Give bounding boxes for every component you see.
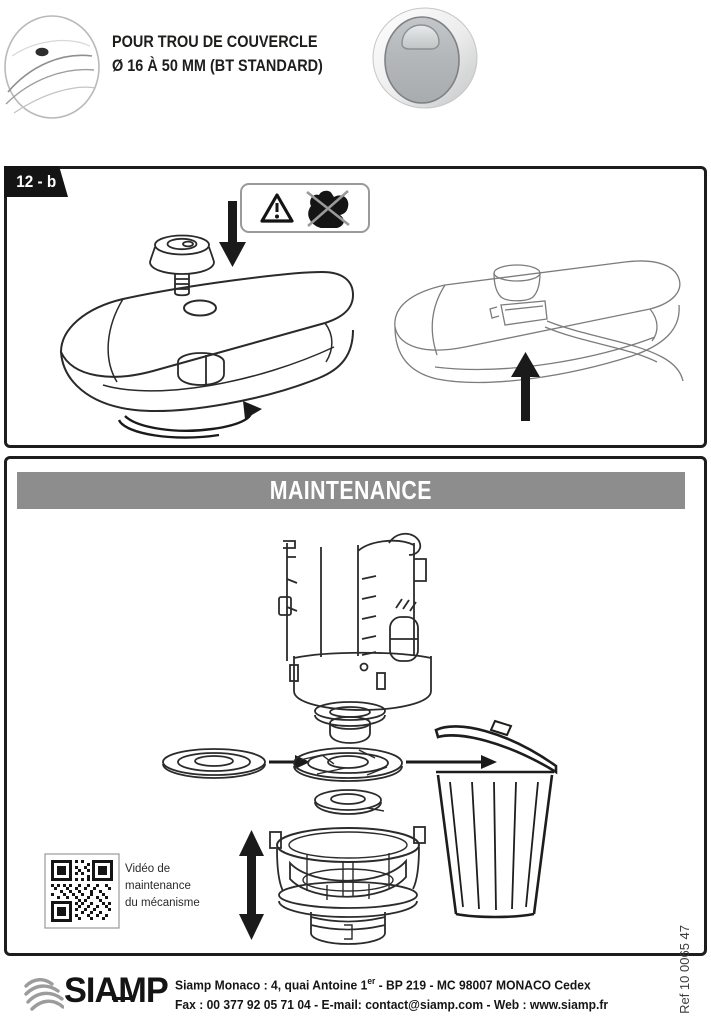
step-12b-panel bbox=[4, 166, 707, 448]
footer-address-line1: Siamp Monaco : 4, quai Antoine 1er - BP … bbox=[175, 976, 591, 993]
siamp-wave-icon bbox=[24, 978, 64, 1011]
footer-address-line2: Fax : 00 377 92 05 71 04 - E-mail: conta… bbox=[175, 997, 609, 1013]
mechanism-exploded-drawing bbox=[44, 532, 558, 945]
discard-arrow-icon bbox=[406, 755, 497, 769]
installation-drawings bbox=[59, 201, 684, 439]
no-force-icon bbox=[306, 190, 350, 228]
maintenance-header-bar: MAINTENANCE bbox=[17, 472, 685, 509]
rotate-arrow-icon bbox=[117, 401, 262, 439]
locking-nut-drawing bbox=[177, 352, 225, 386]
qr-code bbox=[44, 853, 120, 929]
warning-triangle-icon bbox=[260, 193, 294, 223]
footer-address: Siamp Monaco : 4, quai Antoine 1er - BP … bbox=[175, 971, 608, 1015]
header-line2: Ø 16 À 50 MM (BT STANDARD) bbox=[112, 56, 323, 75]
maintenance-panel: MAINTENANCE bbox=[4, 456, 707, 1014]
lid-hole-detail-image bbox=[4, 15, 100, 119]
double-arrow-icon bbox=[239, 830, 264, 940]
qr-caption-line2: maintenance bbox=[125, 880, 191, 892]
valve-base-drawing bbox=[269, 826, 426, 945]
replace-arrow-icon bbox=[269, 755, 310, 769]
qr-caption-line1: Vidéo de bbox=[125, 863, 171, 875]
header-line1: POUR TROU DE COUVERCLE bbox=[112, 32, 318, 51]
push-button-product-image bbox=[372, 7, 478, 109]
up-arrow-icon bbox=[511, 352, 540, 421]
step-badge: 12 - b bbox=[4, 166, 68, 197]
qr-caption: Vidéo de maintenance du mécanisme bbox=[125, 861, 200, 912]
trash-can-icon bbox=[434, 719, 558, 919]
qr-caption-line3: du mécanisme bbox=[125, 897, 200, 909]
old-seal-drawing bbox=[293, 747, 403, 782]
siamp-logo-bar bbox=[112, 997, 135, 1000]
new-seal-drawing bbox=[162, 748, 266, 779]
valve-body-drawing bbox=[278, 532, 432, 744]
superscript-er: er bbox=[367, 976, 376, 986]
maintenance-title: MAINTENANCE bbox=[269, 475, 433, 505]
reference-number: Ref 10 0065 47 bbox=[677, 925, 692, 1014]
lid-top-drawing bbox=[59, 270, 355, 412]
siamp-logo-text: SIAMP bbox=[64, 971, 169, 1010]
warning-box bbox=[240, 183, 370, 233]
gasket-ring-drawing bbox=[314, 789, 385, 815]
header-title: POUR TROU DE COUVERCLE Ø 16 À 50 MM (BT … bbox=[112, 30, 360, 78]
down-arrow-icon bbox=[219, 201, 246, 267]
push-button-drawing bbox=[149, 234, 215, 297]
step-label: 12 - b bbox=[16, 171, 56, 191]
lid-underside-drawing bbox=[394, 260, 684, 384]
